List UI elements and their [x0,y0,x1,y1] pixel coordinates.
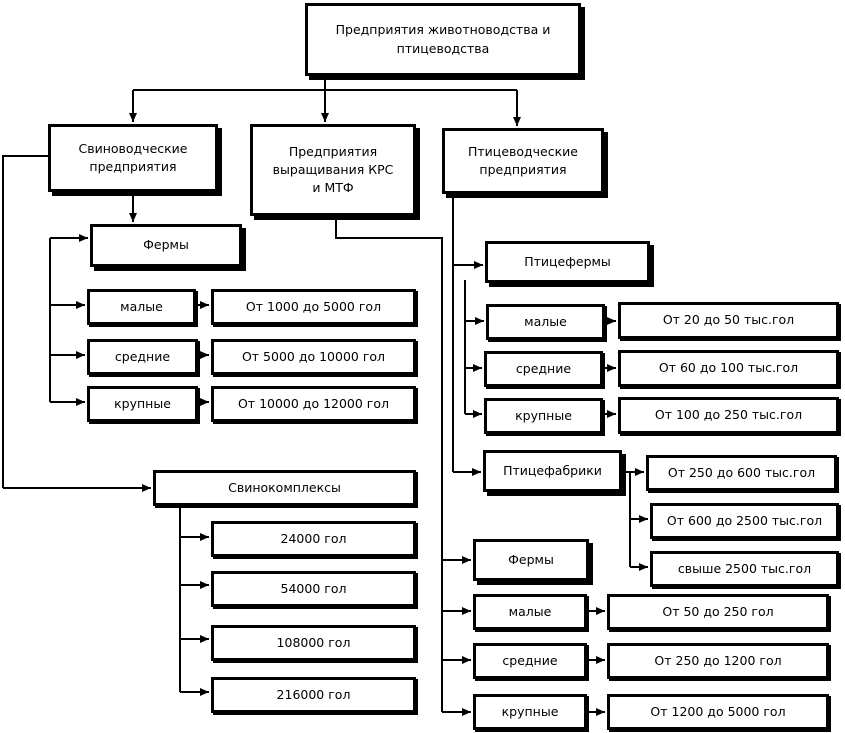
cattle-large-node: крупные [473,694,587,730]
complex-108000-node: 108000 гол [211,625,416,661]
complex-24000-node: 24000 гол [211,521,416,557]
poultry-large-node: крупные [484,398,603,434]
poultry-small-value: От 20 до 50 тыс.гол [618,302,839,339]
cattle-enterprises-node: Предприятия выращивания КРС и МТФ [250,124,416,216]
poultry-enterprises-node: Птицеводческие предприятия [442,128,604,194]
pig-medium-value: От 5000 до 10000 гол [211,339,416,375]
factory-range-2: От 600 до 2500 тыс.гол [650,503,839,539]
poultry-large-value: От 100 до 250 тыс.гол [618,397,839,434]
poultry-small-node: малые [486,304,605,340]
factory-range-1: От 250 до 600 тыс.гол [646,455,837,491]
cattle-large-value: От 1200 до 5000 гол [607,694,829,730]
pig-small-node: малые [87,289,196,325]
complex-54000-node: 54000 гол [211,571,416,607]
poultry-medium-value: От 60 до 100 тыс.гол [618,350,839,387]
pig-medium-node: средние [87,339,198,375]
connector [335,216,443,712]
cattle-medium-value: От 250 до 1200 гол [607,643,829,679]
pig-small-value: От 1000 до 5000 гол [211,289,416,325]
cattle-small-node: малые [473,594,587,630]
complex-216000-node: 216000 гол [211,677,416,713]
pig-large-node: крупные [87,386,198,422]
pig-large-value: От 10000 до 12000 гол [211,386,416,422]
poultry-farms-node: Птицефермы [485,241,650,283]
root-node: Предприятия животноводства и птицеводств… [305,3,581,76]
poultry-medium-node: средние [484,351,603,387]
cattle-farms-node: Фермы [473,539,589,581]
pig-complexes-node: Свинокомплексы [153,470,416,506]
pig-enterprises-node: Свиноводческие предприятия [48,124,218,192]
factory-range-3: свыше 2500 тыс.гол [650,551,839,587]
pig-farms-node: Фермы [90,224,242,267]
cattle-medium-node: средние [473,643,587,679]
connector [2,155,48,488]
cattle-small-value: От 50 до 250 гол [607,594,829,630]
poultry-factories-node: Птицефабрики [483,450,622,492]
